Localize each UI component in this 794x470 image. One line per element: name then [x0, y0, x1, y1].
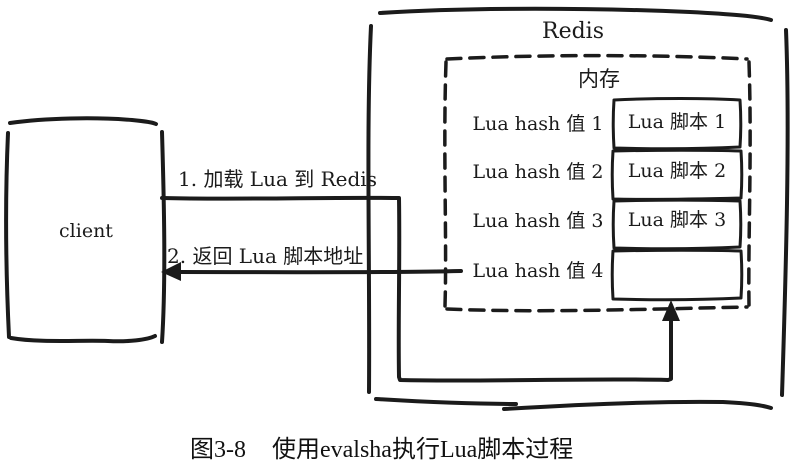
script-label-1: Lua 脚本 1 — [628, 111, 726, 133]
hash-label-4: Lua hash 值 4 — [473, 260, 604, 282]
arrow-return-label: 2. 返回 Lua 脚本地址 — [167, 244, 363, 268]
arrow-return-path — [177, 269, 463, 275]
redis-label: Redis — [542, 19, 604, 44]
client-box — [4, 116, 167, 344]
caption-figure-number: 图3-8 — [190, 437, 246, 463]
script-box-4 — [610, 248, 744, 302]
arrow-load-label: 1. 加载 Lua 到 Redis — [178, 167, 377, 191]
arrow-left-head-icon — [161, 262, 181, 281]
script-box-3 — [611, 198, 743, 251]
script-label-2: Lua 脚本 2 — [628, 160, 726, 182]
memory-box — [443, 53, 752, 313]
script-label-3: Lua 脚本 3 — [628, 209, 726, 231]
memory-label: 内存 — [578, 67, 620, 91]
hash-label-3: Lua hash 值 3 — [473, 210, 604, 232]
client-label: client — [59, 220, 113, 242]
caption-title: 使用evalsha执行Lua脚本过程 — [272, 436, 573, 463]
script-box-2 — [610, 148, 744, 201]
script-box-1 — [611, 97, 743, 151]
hash-label-2: Lua hash 值 2 — [473, 161, 604, 183]
arrow-up-head-icon — [662, 300, 680, 321]
arrow-load-path — [160, 195, 673, 383]
hash-label-1: Lua hash 值 1 — [473, 113, 604, 135]
